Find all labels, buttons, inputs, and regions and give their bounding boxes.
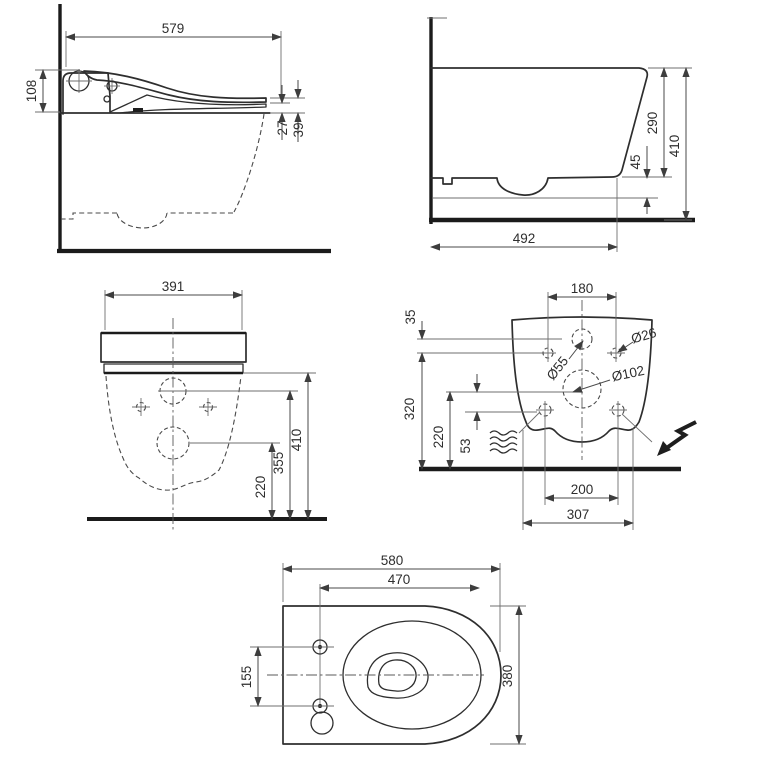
bowl-top-outline xyxy=(282,605,502,745)
dim-inlet-offset: 35 xyxy=(403,309,426,340)
seat-side-view: 579 108 27 39 xyxy=(24,4,331,254)
sump-outer xyxy=(366,652,429,699)
dim-label-bowl-projection: 492 xyxy=(513,231,536,246)
water-supply-icon xyxy=(489,411,541,454)
dim-label-inlet-offset: 35 xyxy=(403,309,418,324)
lid-profile xyxy=(83,70,267,104)
dim-front-to-fixing: 470 xyxy=(319,572,480,592)
lightning-icon xyxy=(621,413,697,456)
dim-label-height-overall: 410 xyxy=(289,429,304,452)
dim-overall-length: 580 xyxy=(282,553,501,652)
sump-inner xyxy=(377,659,417,692)
dim-label-height-inlet: 355 xyxy=(271,452,286,475)
outlet-hole xyxy=(562,369,602,409)
dim-seat-rear-height: 108 xyxy=(24,69,80,113)
button-mark xyxy=(103,95,111,103)
dim-label-seat-width: 391 xyxy=(162,279,185,294)
connection-hole-right xyxy=(609,401,627,419)
dim-label-base-width: 307 xyxy=(567,507,590,522)
dim-fixing-height: 320 xyxy=(402,352,426,470)
bowl-outline-side xyxy=(430,67,658,199)
dim-label-fixing-height: 320 xyxy=(402,398,417,421)
supply-hole xyxy=(310,711,334,735)
bowl-rear-outline xyxy=(511,316,653,443)
callout-fixing-diameter: Ø26 xyxy=(617,325,658,353)
dim-label-bowl-overall-height: 410 xyxy=(667,135,682,158)
dim-base-width: 307 xyxy=(522,428,634,530)
dim-connection-spacing: 200 xyxy=(544,417,619,505)
dim-seat-fixing-spacing: 155 xyxy=(239,646,262,707)
dim-overall-width: 380 xyxy=(490,605,526,745)
dim-connection-offset: 53 xyxy=(458,374,481,454)
dim-seat-depth: 579 xyxy=(65,21,282,94)
dim-seat-width: 391 xyxy=(104,279,243,330)
dim-label-height-outlet: 220 xyxy=(253,476,268,499)
dim-label-fixing-spacing: 180 xyxy=(571,281,594,296)
dim-label-front-to-fixing: 470 xyxy=(388,572,411,587)
dim-label-outlet-diameter: Ø102 xyxy=(610,363,645,385)
bowl-hidden-outline-side xyxy=(61,113,265,229)
dim-label-seat-fixing-spacing: 155 xyxy=(239,666,254,689)
seat-fixing-hole-top xyxy=(250,639,334,655)
outlet-hole-hidden xyxy=(156,426,190,460)
seat-fixing-hole-bottom xyxy=(250,698,334,714)
seat-unit-outline xyxy=(59,69,271,115)
dim-label-lid-front-edge: 39 xyxy=(291,122,306,137)
callout-outlet-diameter: Ø102 xyxy=(572,363,646,393)
dim-label-seat-rear-height: 108 xyxy=(24,80,39,103)
dim-bowl-projection: 492 xyxy=(430,178,618,252)
seat-ring-profile xyxy=(109,94,267,114)
inner-rim xyxy=(342,620,482,730)
connection-hole-left xyxy=(536,401,554,419)
dim-label-seat-front-edge: 27 xyxy=(275,120,290,135)
seat-front-view: 391 410 355 220 xyxy=(87,279,327,530)
dim-label-overall-width: 380 xyxy=(500,665,515,688)
dim-underside-offset: 45 xyxy=(628,146,651,214)
dim-label-connection-spacing: 200 xyxy=(571,482,594,497)
dim-seat-front-edges: 27 39 xyxy=(270,80,306,142)
bowl-top-view: 580 470 155 380 xyxy=(239,553,526,745)
dim-bowl-overall-height: 410 xyxy=(664,67,692,221)
dim-label-bowl-front-height: 290 xyxy=(645,112,660,135)
bowl-side-view: 290 45 410 492 xyxy=(427,17,695,252)
dim-fixing-spacing: 180 xyxy=(547,281,617,347)
seat-bumper xyxy=(133,108,143,112)
dim-label-connection-offset: 53 xyxy=(458,438,473,453)
seat-front-outline xyxy=(100,331,247,375)
dim-label-fixing-diameter: Ø26 xyxy=(629,325,658,346)
dim-label-seat-depth: 579 xyxy=(162,21,185,36)
dim-label-overall-length: 580 xyxy=(381,553,404,568)
dim-outlet-height: 220 xyxy=(431,391,454,470)
dim-label-underside-offset: 45 xyxy=(628,154,643,169)
fixing-hole-right xyxy=(199,398,217,416)
fixing-hole-left xyxy=(132,398,150,416)
dim-label-outlet-height: 220 xyxy=(431,426,446,449)
dim-height-outlet: 220 xyxy=(190,442,280,520)
